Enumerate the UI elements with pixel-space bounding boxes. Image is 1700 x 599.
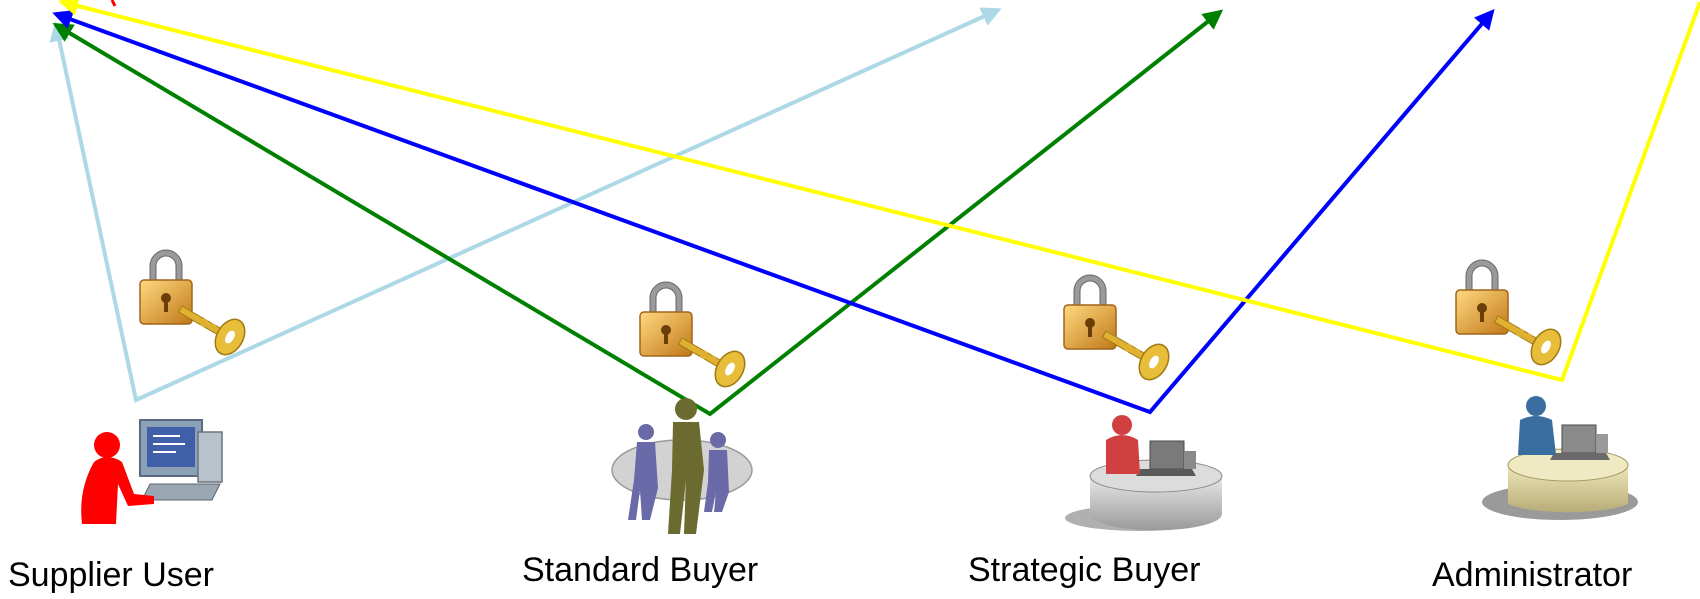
role-label-administrator: Administrator bbox=[1432, 556, 1633, 594]
admin-desk-icon bbox=[1482, 396, 1638, 520]
supplier-user-access-arrow bbox=[49, 7, 1002, 403]
red-arrow-fragment bbox=[110, 0, 117, 7]
padlock-with-key-icon bbox=[1063, 274, 1176, 386]
group-of-people-icon bbox=[611, 398, 753, 534]
standard-buyer-access-arrow bbox=[52, 9, 1224, 417]
strategic-buyer-access-arrow bbox=[52, 8, 1495, 415]
role-label-supplier-user: Supplier User bbox=[8, 556, 214, 594]
role-label-strategic-buyer: Strategic Buyer bbox=[968, 551, 1201, 589]
padlock-with-key-icon bbox=[639, 281, 752, 393]
computer-user-icon bbox=[81, 419, 223, 524]
padlock-with-key-icon bbox=[139, 249, 252, 361]
administrator-access-arrow bbox=[58, 0, 1700, 383]
desk-worker-icon bbox=[1065, 415, 1223, 531]
padlock-with-key-icon bbox=[1455, 259, 1568, 371]
role-label-standard-buyer: Standard Buyer bbox=[522, 551, 759, 589]
